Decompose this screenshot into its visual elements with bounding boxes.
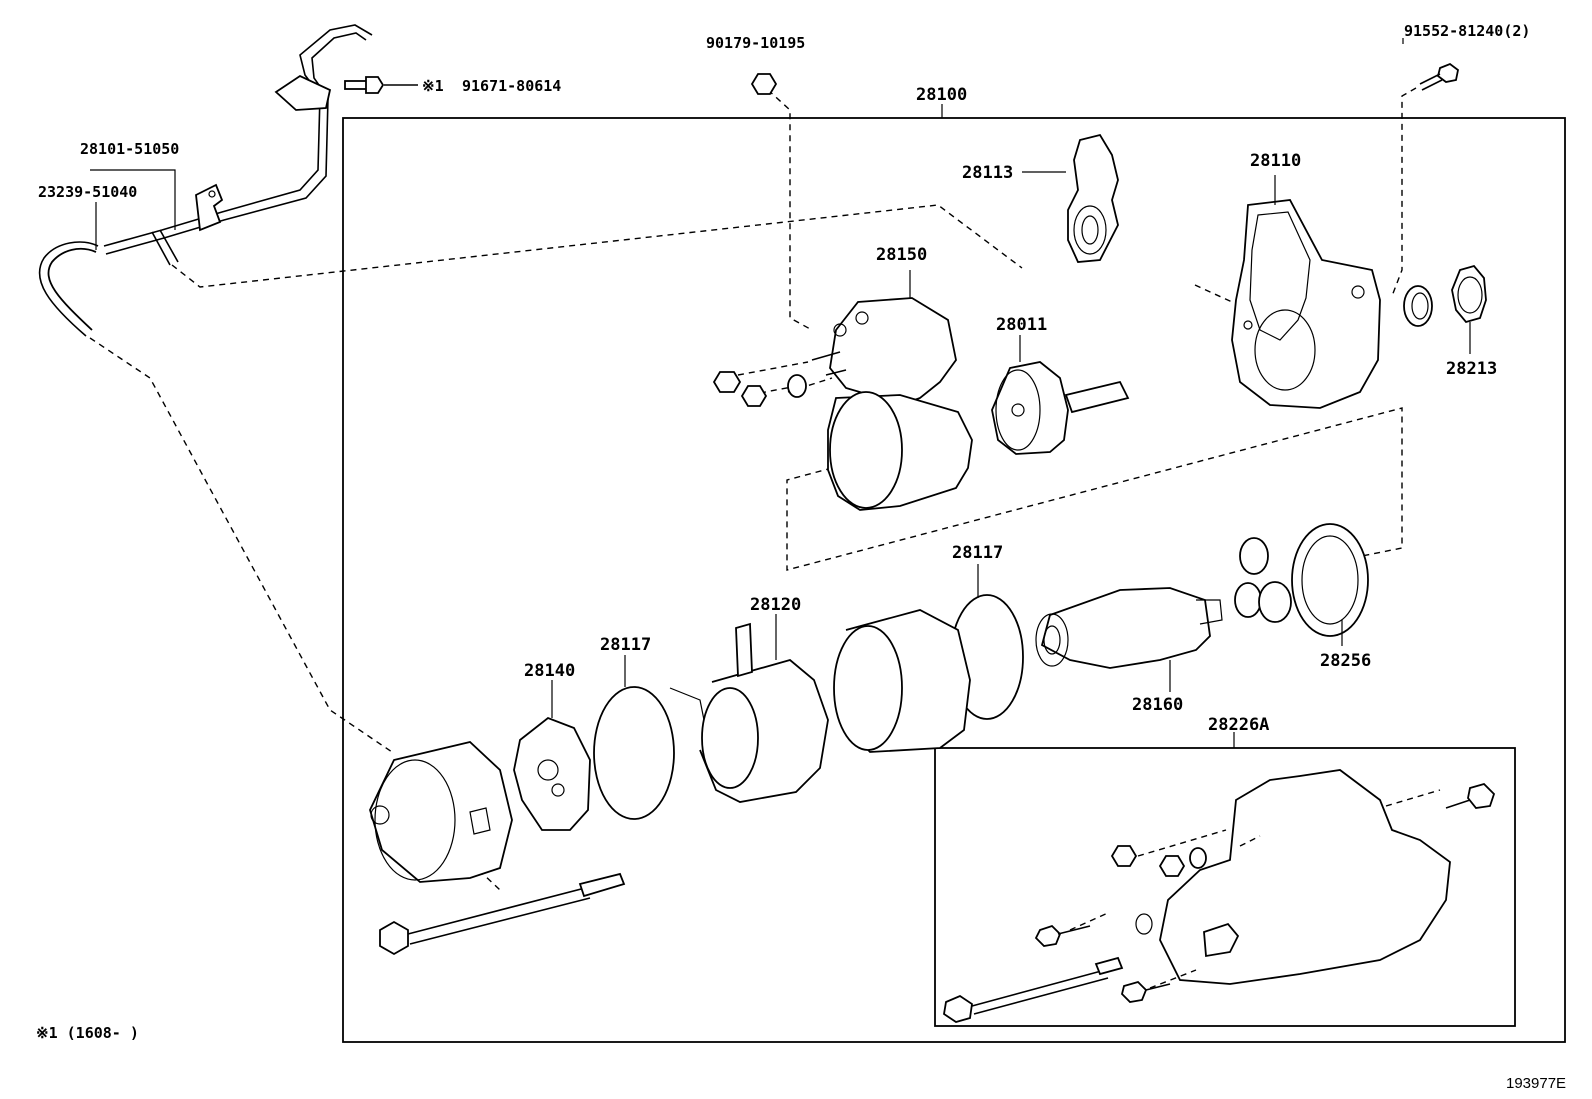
nut-90179-icon: [750, 73, 778, 95]
label-91671-80614: 91671-80614: [462, 77, 561, 95]
nut-solenoid-1-icon: [712, 371, 742, 393]
label-28150: 28150: [876, 245, 927, 265]
label-28113: 28113: [962, 163, 1013, 183]
label-28100: 28100: [916, 85, 967, 105]
footnote: ※1 (1608- ): [36, 1024, 139, 1042]
end-frame-icon: [369, 741, 513, 883]
figure-id: 193977E: [1506, 1075, 1566, 1092]
label-28120: 28120: [750, 595, 801, 615]
through-bolt-icon: [379, 872, 626, 956]
planetary-gears-icon: [1234, 537, 1292, 623]
assembly-frame-28100: [342, 117, 1566, 1043]
label-28160: 28160: [1132, 695, 1183, 715]
internal-gear-28256-icon: [1291, 523, 1369, 646]
washer-solenoid-icon: [787, 374, 807, 398]
lever-28113-icon: [1022, 133, 1119, 263]
o-ring-28117-lower-icon: [593, 686, 675, 820]
label-23239-51040: 23239-51040: [38, 183, 137, 201]
solenoid-28150-icon: [811, 270, 973, 511]
label-28256: 28256: [1320, 651, 1371, 671]
label-28101-51050: 28101-51050: [80, 140, 179, 158]
armature-28160-icon: [1035, 587, 1223, 692]
label-28117-upper: 28117: [952, 543, 1003, 563]
drive-28011-icon: [991, 335, 1130, 455]
seal-28213-icon: [1403, 285, 1433, 327]
wire-harness: [38, 24, 373, 337]
label-28226a: 28226A: [1208, 715, 1269, 735]
plate-28140-icon: [513, 680, 591, 831]
label-91552-81240: 91552-81240(2): [1404, 22, 1530, 40]
leader-28101: [90, 169, 176, 230]
housing-28110-icon: [1231, 175, 1381, 409]
label-28110: 28110: [1250, 151, 1301, 171]
label-28140: 28140: [524, 661, 575, 681]
label-91671-mark: ※1: [422, 77, 444, 95]
label-28117-lower: 28117: [600, 635, 651, 655]
brush-holder-28120-icon: [669, 614, 829, 803]
label-28213: 28213: [1446, 359, 1497, 379]
nut-solenoid-2-icon: [740, 385, 768, 407]
starter-assembly-28226a-icon: [943, 732, 1496, 1023]
bolt-91671-icon: [344, 76, 418, 94]
bolt-91552-icon: [1419, 62, 1459, 91]
label-28011: 28011: [996, 315, 1047, 335]
label-90179-10195: 90179-10195: [706, 34, 805, 52]
yoke-icon: [833, 609, 971, 753]
pinion-gear-28213-icon: [1451, 264, 1487, 354]
subassembly-frame-28226a: [934, 747, 1516, 1027]
